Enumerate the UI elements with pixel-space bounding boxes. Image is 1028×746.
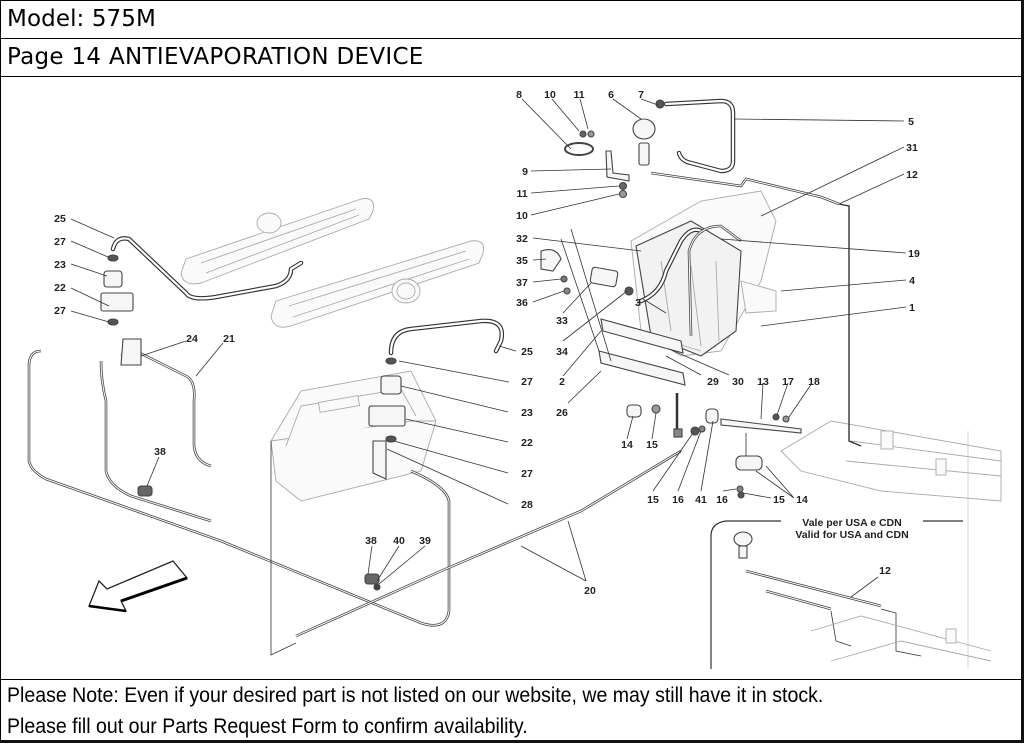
callout-14: 14	[621, 439, 633, 451]
callout-17: 17	[782, 376, 794, 388]
callout-14: 14	[796, 494, 808, 506]
callout-41: 41	[695, 494, 707, 506]
callout-30: 30	[732, 376, 744, 388]
hose-19	[638, 224, 742, 337]
callout-10: 10	[516, 210, 528, 222]
callout-32: 32	[516, 233, 528, 245]
clip-14	[626, 393, 683, 438]
stock-note-line2: Please fill out our Parts Request Form t…	[7, 715, 528, 738]
callout-31: 31	[906, 142, 918, 154]
model-row: Model: 575M	[1, 1, 1021, 39]
callout-38: 38	[365, 535, 377, 547]
callout-labels: 8 10 11 6 7 5 31 12 9 11 10 32 19 35 4 3…	[54, 89, 920, 597]
callout-27: 27	[54, 305, 66, 317]
callout-22: 22	[54, 282, 66, 294]
callout-15: 15	[647, 494, 659, 506]
callout-39: 39	[419, 535, 431, 547]
valve-23-left	[100, 254, 142, 366]
page-title-row: Page 14 ANTIEVAPORATION DEVICE	[1, 39, 1021, 77]
callout-3: 3	[635, 297, 641, 309]
callout-25: 25	[54, 213, 66, 225]
callout-24: 24	[186, 333, 198, 345]
callout-34: 34	[556, 346, 568, 358]
callout-15: 15	[646, 439, 658, 451]
callout-18: 18	[808, 376, 820, 388]
callout-2: 2	[559, 376, 565, 388]
callout-15: 15	[773, 494, 785, 506]
chassis-floor	[780, 420, 1002, 502]
inset-title-italian: Vale per USA e CDN	[802, 517, 901, 529]
callout-40: 40	[393, 535, 405, 547]
exploded-parts-drawing: Vale per USA e CDN Valid for USA and CDN…	[27, 89, 1002, 669]
callout-7: 7	[638, 89, 644, 101]
stock-note-line1: Please Note: Even if your desired part i…	[7, 684, 824, 707]
callout-6: 6	[608, 89, 614, 101]
callout-29: 29	[707, 376, 719, 388]
air-filter-box	[270, 370, 437, 502]
intake-manifold-left	[180, 198, 374, 285]
callout-33: 33	[556, 315, 568, 327]
clip-38	[137, 485, 381, 591]
parts-diagram: Vale per USA e CDN Valid for USA and CDN…	[1, 77, 1022, 680]
front-direction-arrow	[88, 560, 189, 613]
callout-27: 27	[521, 376, 533, 388]
bracket-13	[690, 408, 802, 499]
leader-lines	[70, 98, 907, 585]
callout-38: 38	[154, 446, 166, 458]
page-title: Page 14 ANTIEVAPORATION DEVICE	[7, 44, 424, 70]
callout-22: 22	[521, 437, 533, 449]
callout-12: 12	[906, 169, 918, 181]
callout-5: 5	[908, 116, 914, 128]
callout-21: 21	[223, 333, 235, 345]
callout-35: 35	[516, 255, 528, 267]
callout-27: 27	[54, 236, 66, 248]
pipe-20	[220, 441, 682, 656]
pipe-21	[27, 349, 222, 543]
hose-25-left	[110, 236, 304, 301]
callout-26: 26	[556, 407, 568, 419]
valve-6	[632, 99, 665, 166]
callout-20: 20	[584, 585, 596, 597]
callout-4: 4	[909, 275, 915, 287]
callout-36: 36	[516, 297, 528, 309]
callout-1: 1	[909, 302, 915, 314]
inset-callout-12: 12	[879, 565, 891, 577]
callout-9: 9	[522, 166, 528, 178]
bracket-2	[560, 228, 686, 386]
filter-33	[540, 249, 634, 296]
callout-27: 27	[521, 468, 533, 480]
hose-25-right	[388, 318, 505, 356]
callout-16: 16	[672, 494, 684, 506]
usa-cdn-inset: Vale per USA e CDN Valid for USA and CDN…	[710, 431, 992, 669]
clamp-8	[564, 130, 630, 199]
intake-manifold-right	[270, 240, 484, 328]
model-label: Model: 575M	[7, 6, 156, 32]
hose-5	[663, 98, 736, 174]
callout-28: 28	[521, 499, 533, 511]
callout-25: 25	[521, 346, 533, 358]
callout-37: 37	[516, 277, 528, 289]
callout-8: 8	[516, 89, 522, 101]
callout-23: 23	[54, 259, 66, 271]
callout-16: 16	[716, 494, 728, 506]
callout-13: 13	[757, 376, 769, 388]
callout-19: 19	[908, 248, 920, 260]
callout-10: 10	[544, 89, 556, 101]
pipe-12	[650, 171, 862, 447]
callout-11: 11	[573, 89, 584, 101]
callout-23: 23	[521, 407, 533, 419]
carbon-canister	[630, 190, 777, 357]
valve-23-right	[368, 357, 406, 480]
callout-11: 11	[516, 188, 527, 200]
inset-title-english: Valid for USA and CDN	[795, 529, 908, 541]
